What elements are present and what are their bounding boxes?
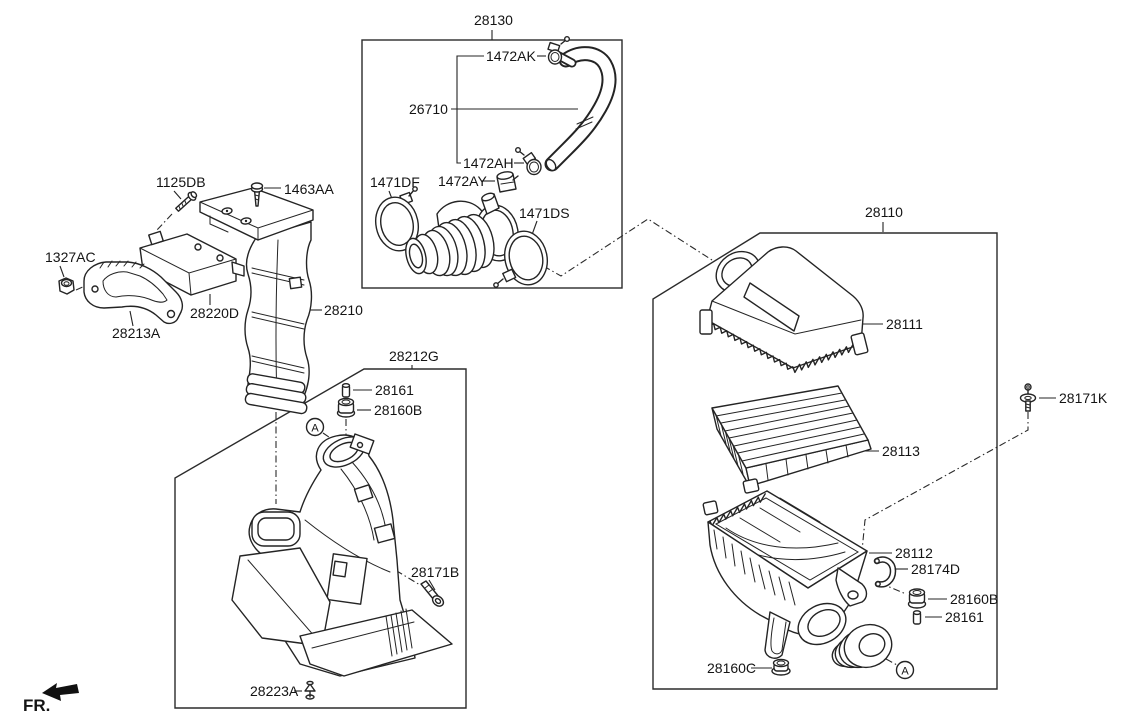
assembly-box-28212g bbox=[174, 368, 467, 709]
callout-1472ay[interactable]: 1472AY bbox=[438, 173, 487, 189]
hose-clamp-1472ak-icon bbox=[547, 36, 571, 65]
leader-lines bbox=[59, 55, 1056, 692]
callout-28174d[interactable]: 28174D bbox=[911, 561, 960, 577]
ring-clamp-1471ds-icon bbox=[493, 230, 548, 288]
body-sawtooth-edge bbox=[709, 493, 766, 527]
nut-1327ac-icon bbox=[58, 277, 75, 295]
screw-1463aa-icon bbox=[250, 182, 264, 207]
hose-clamp-1472ay-icon bbox=[496, 171, 519, 193]
assembly-box-28110 bbox=[652, 232, 998, 690]
bolt-1125db-icon bbox=[175, 191, 198, 212]
air-filter-28113-drawing bbox=[711, 385, 872, 490]
callout-1472ah[interactable]: 1472AH bbox=[463, 155, 514, 171]
callout-28160c[interactable]: 28160C bbox=[707, 660, 756, 676]
front-direction-arrow-icon bbox=[42, 683, 79, 701]
detail-marker-a-duct-label: A bbox=[311, 423, 319, 435]
cover-sawtooth-edge bbox=[706, 319, 861, 374]
callout-26710[interactable]: 26710 bbox=[409, 101, 448, 117]
callout-labels: 28130 1472AK 26710 1472AH 1471DF 1472AY … bbox=[45, 12, 1108, 699]
callout-28161-housing[interactable]: 28161 bbox=[945, 609, 984, 625]
callout-28113[interactable]: 28113 bbox=[882, 443, 920, 459]
clip-28223a-icon bbox=[304, 680, 316, 700]
intake-tube-drawing bbox=[831, 623, 893, 669]
callout-28213a[interactable]: 28213A bbox=[112, 325, 161, 341]
callout-28171k[interactable]: 28171K bbox=[1059, 390, 1108, 406]
air-cleaner-cover-28111-drawing bbox=[699, 246, 869, 374]
callout-28212g[interactable]: 28212G bbox=[389, 348, 439, 364]
pin-28161-housing-icon bbox=[912, 610, 922, 625]
front-direction-label: FR. bbox=[23, 696, 50, 715]
detail-marker-a-duct: A bbox=[305, 417, 325, 437]
callout-28223a[interactable]: 28223A bbox=[250, 683, 299, 699]
callout-28220d[interactable]: 28220D bbox=[190, 305, 239, 321]
breather-hose-drawing bbox=[544, 46, 617, 172]
screw-28171k-icon bbox=[1019, 383, 1037, 412]
duct-outlet-foot bbox=[299, 609, 453, 677]
grommet-28160b-housing-icon bbox=[907, 588, 927, 609]
callout-28210[interactable]: 28210 bbox=[324, 302, 363, 318]
ring-clamp-1471df-icon bbox=[375, 186, 419, 252]
grommet-28160b-duct-icon bbox=[336, 397, 356, 418]
grommet-28160c-icon bbox=[771, 658, 791, 676]
pin-28161-duct-icon bbox=[341, 383, 351, 398]
callout-28130[interactable]: 28130 bbox=[474, 12, 513, 28]
callout-1463aa[interactable]: 1463AA bbox=[284, 181, 334, 197]
front-direction-indicator: FR. bbox=[23, 683, 79, 715]
callout-28171b[interactable]: 28171B bbox=[411, 564, 459, 580]
clip-28174d-icon bbox=[873, 556, 897, 588]
callout-28161-duct[interactable]: 28161 bbox=[375, 382, 414, 398]
callout-28112[interactable]: 28112 bbox=[895, 545, 933, 561]
callout-1327ac[interactable]: 1327AC bbox=[45, 249, 96, 265]
air-guide-duct-28210-drawing bbox=[244, 221, 313, 415]
detail-marker-a-housing: A bbox=[895, 660, 915, 680]
callout-28111[interactable]: 28111 bbox=[886, 316, 923, 332]
corrugated-intake-hose-drawing bbox=[405, 192, 519, 277]
air-cleaner-body-28112-drawing bbox=[702, 478, 868, 659]
detail-marker-a-housing-label: A bbox=[901, 666, 909, 678]
callout-1471ds[interactable]: 1471DS bbox=[519, 205, 570, 221]
callout-28160b-housing[interactable]: 28160B bbox=[950, 591, 998, 607]
assembly-boxes bbox=[174, 30, 998, 709]
callout-1472ak[interactable]: 1472AK bbox=[486, 48, 536, 64]
callout-28160b-duct[interactable]: 28160B bbox=[374, 402, 422, 418]
air-duct-28212g-drawing bbox=[231, 433, 453, 677]
callout-1125db[interactable]: 1125DB bbox=[156, 174, 206, 190]
hose-clamp-1472ah-icon bbox=[515, 146, 542, 176]
callout-1471df[interactable]: 1471DF bbox=[370, 174, 420, 190]
screw-28171b-icon bbox=[420, 580, 445, 607]
bracket-28213a-drawing bbox=[83, 260, 184, 325]
callout-28110[interactable]: 28110 bbox=[865, 204, 903, 220]
